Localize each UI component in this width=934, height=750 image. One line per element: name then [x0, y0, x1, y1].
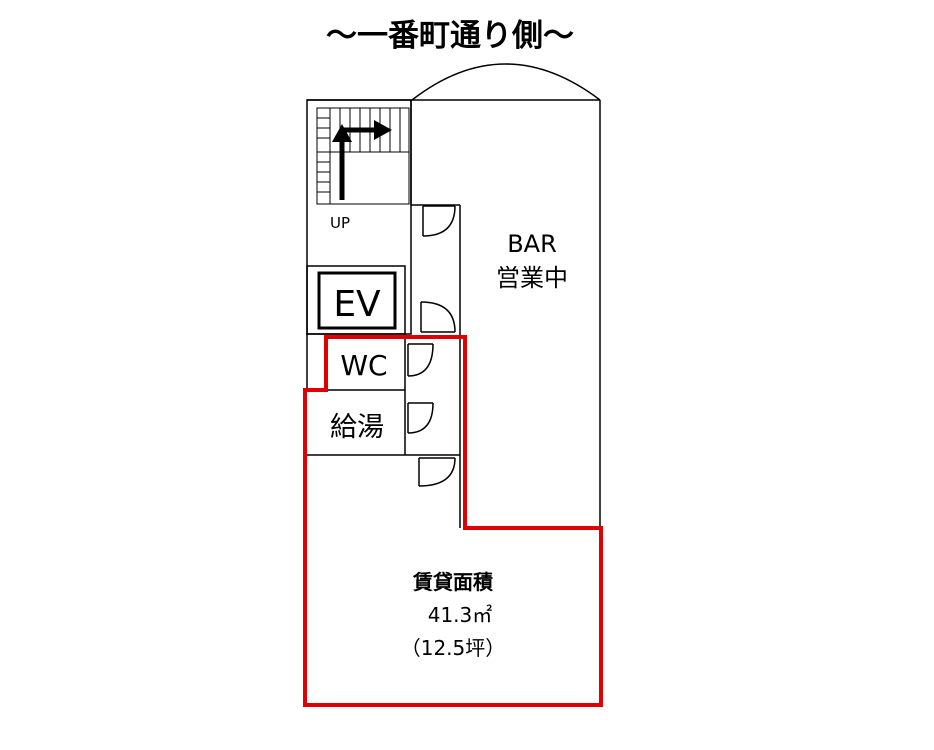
rental-area-size: 41.3㎡ [428, 603, 493, 627]
doors [407, 205, 456, 487]
bar-status-label: 営業中 [496, 264, 568, 292]
street-side-title: 〜一番町通り側〜 [326, 18, 574, 54]
door-wc [407, 343, 434, 377]
staircase [316, 107, 410, 205]
bar-arch [411, 63, 601, 101]
up-arrow-icon [332, 120, 392, 200]
rental-area-label: 賃貸面積 [412, 570, 494, 594]
stairs-up-label: UP [330, 214, 350, 232]
door-rental [418, 457, 456, 487]
rental-area-outline [303, 335, 603, 707]
door-stair [422, 205, 456, 237]
wc-label: WC [340, 349, 387, 382]
elevator-box [306, 265, 406, 335]
kyuto-label: 給湯 [330, 412, 384, 443]
rental-area-tsubo: （12.5坪） [401, 636, 506, 660]
door-kyuto [407, 402, 434, 434]
bar-label: BAR [507, 230, 557, 258]
door-bar [420, 301, 456, 333]
elevator-label: EV [333, 284, 381, 325]
elevator-car [317, 271, 397, 330]
